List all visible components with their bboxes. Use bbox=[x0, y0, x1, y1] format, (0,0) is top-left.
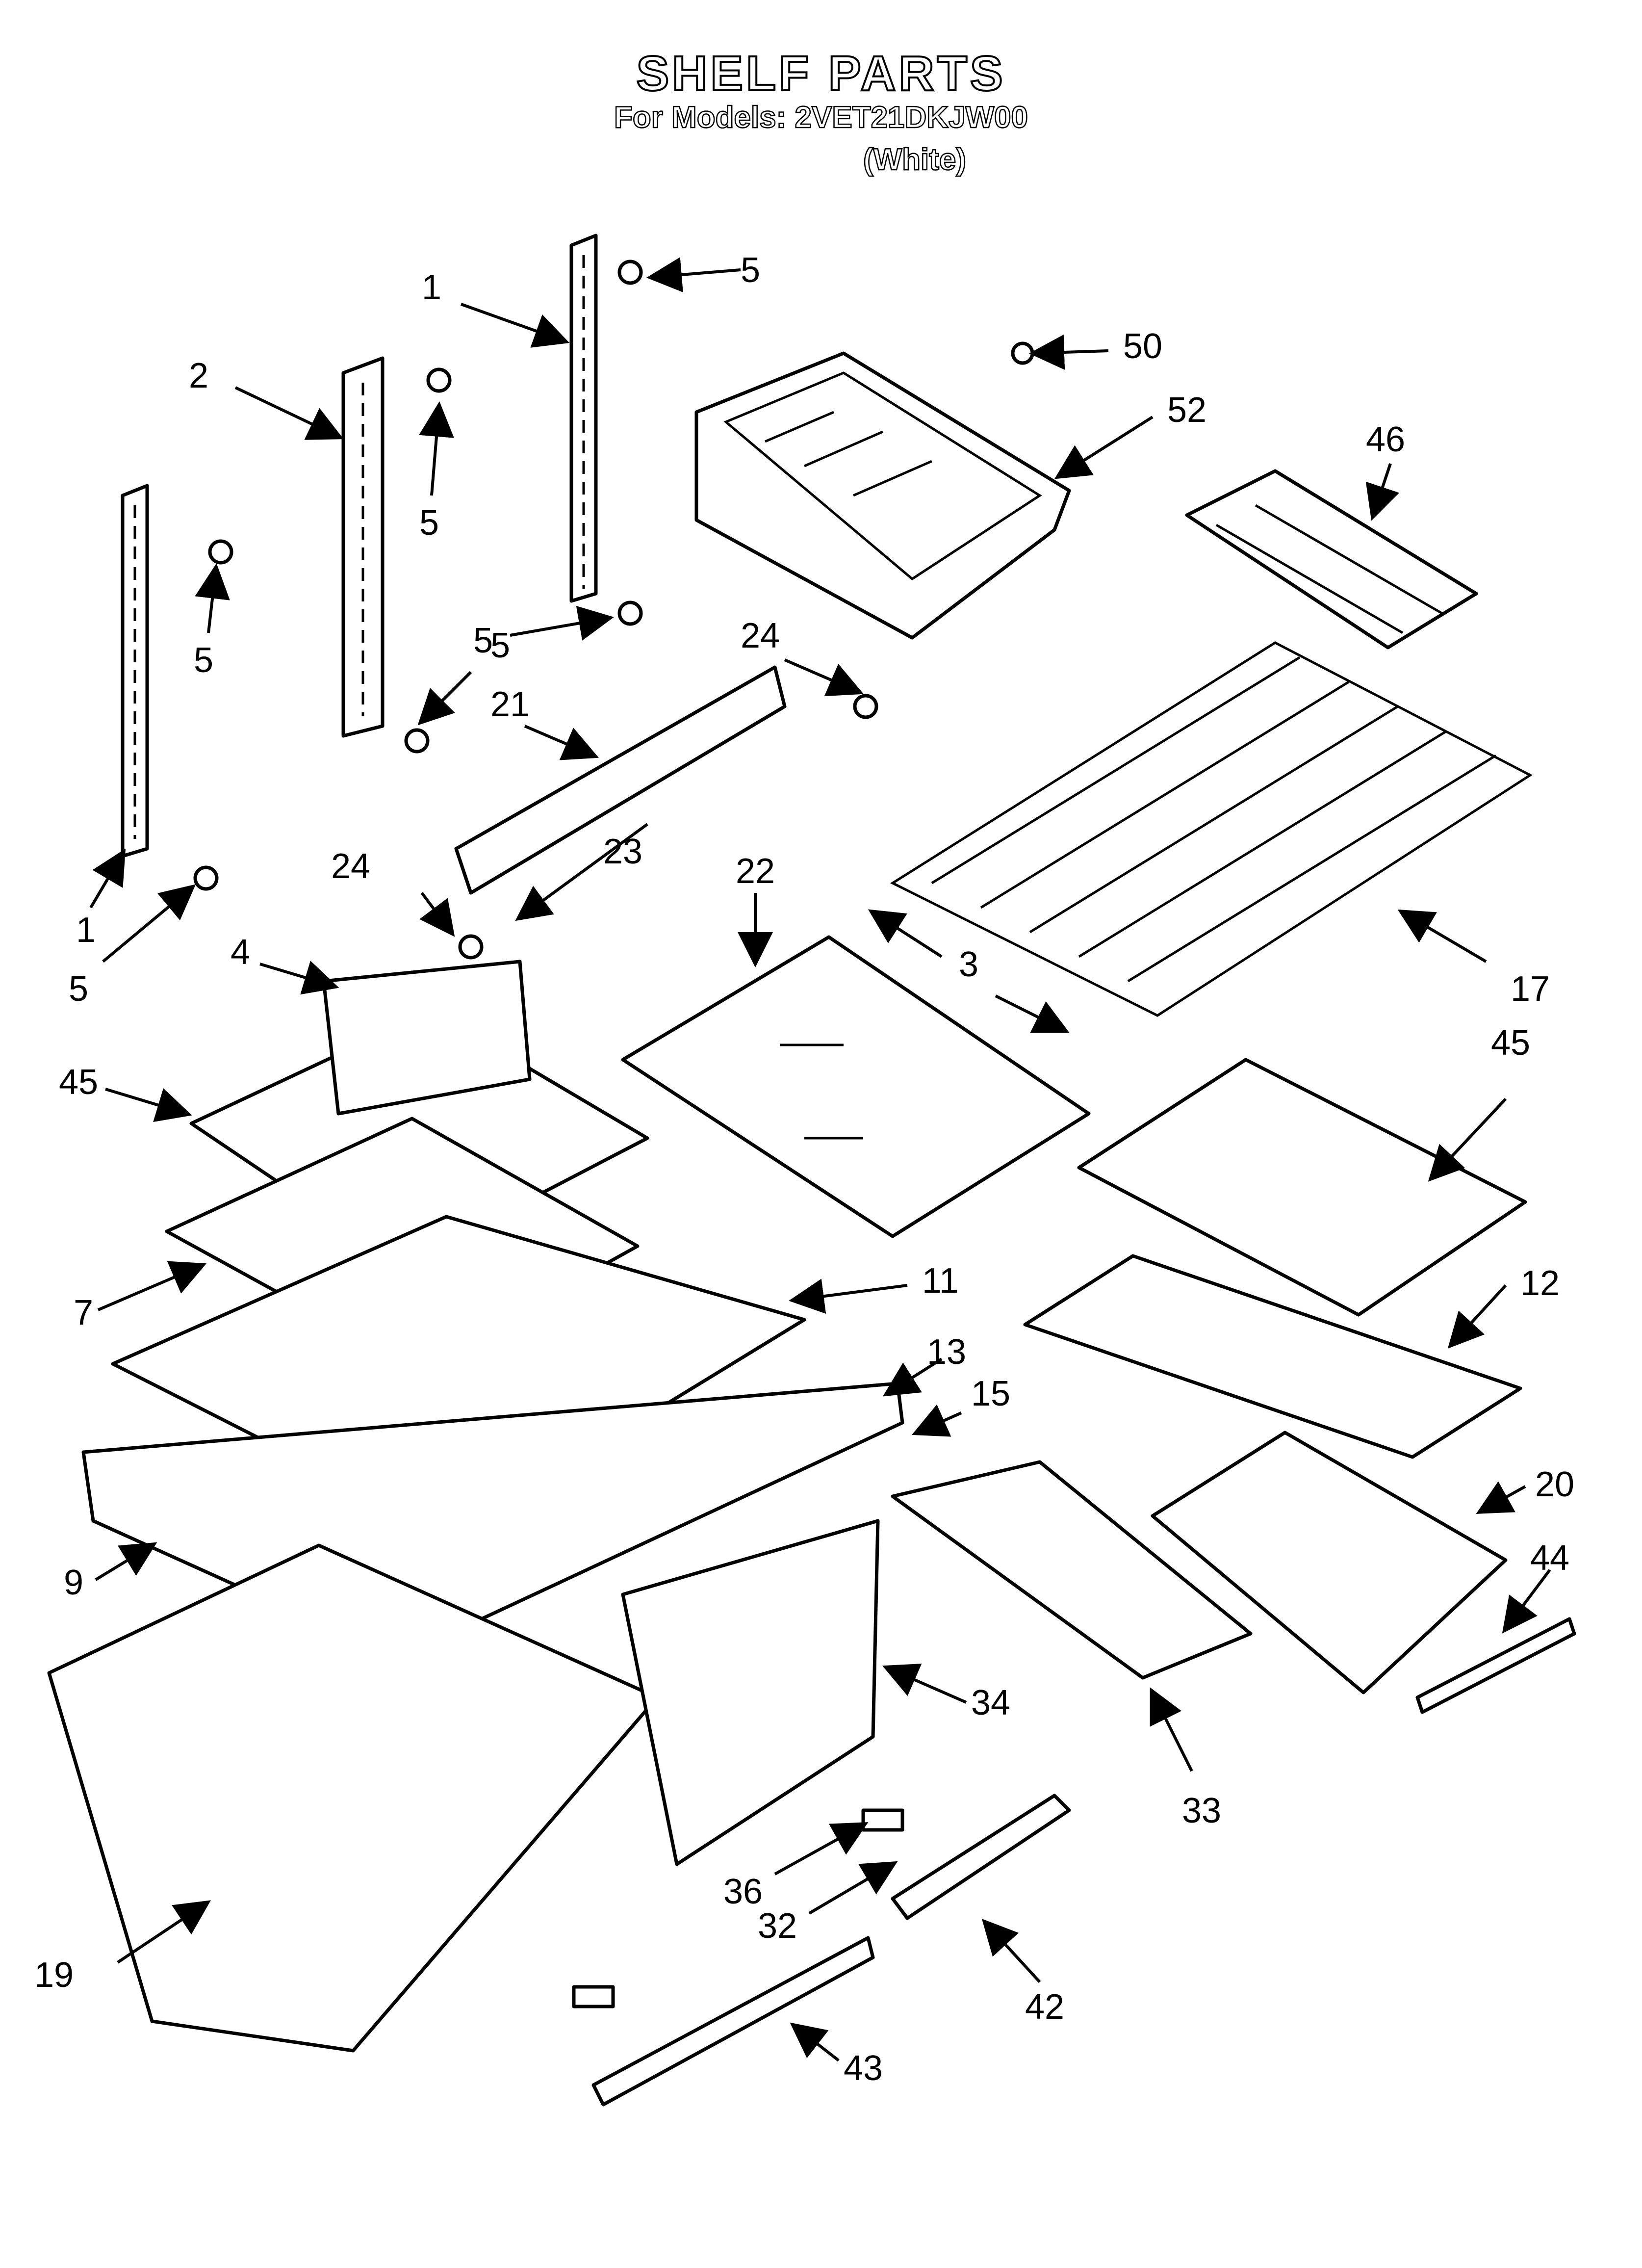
callout-label: 43 bbox=[844, 2049, 883, 2088]
callout-label: 13 bbox=[927, 1332, 966, 1372]
crisper-assembly bbox=[47, 1382, 1253, 2053]
callout-label: 4 bbox=[231, 933, 250, 972]
callout-label: 33 bbox=[1182, 1791, 1221, 1830]
callout-label: 44 bbox=[1530, 1538, 1569, 1578]
freezer-shelf-part bbox=[694, 351, 1071, 640]
callout-label: 1 bbox=[76, 911, 96, 950]
callout-label: 36 bbox=[723, 1872, 763, 1911]
shelf-rail-middle bbox=[341, 356, 385, 738]
title-block: SHELF PARTS For Models: 2VET21DKJW00 bbox=[0, 46, 1642, 135]
glass-shelf-part bbox=[621, 935, 1091, 1238]
callout-label: 2 bbox=[189, 356, 208, 395]
callout-label: 5 bbox=[473, 621, 493, 660]
callout-label: 5 bbox=[741, 251, 760, 290]
callout-label: 45 bbox=[59, 1063, 98, 1102]
callout-label: 20 bbox=[1535, 1465, 1574, 1504]
models-line: For Models: 2VET21DKJW00 bbox=[614, 100, 1029, 135]
callout-label: 19 bbox=[34, 1955, 74, 1995]
callout-label: 46 bbox=[1366, 420, 1405, 459]
callout-label: 7 bbox=[74, 1293, 93, 1332]
trim-strips bbox=[591, 1617, 1576, 2107]
callout-label: 17 bbox=[1511, 969, 1550, 1009]
callout-label: 34 bbox=[971, 1683, 1010, 1722]
wire-shelf-part bbox=[890, 641, 1533, 1017]
callout-label: 45 bbox=[1491, 1023, 1530, 1063]
screw-icons bbox=[193, 260, 1034, 960]
leader-arrows bbox=[89, 257, 1551, 2062]
callout-label: 50 bbox=[1123, 327, 1162, 366]
shelf-bracket-part bbox=[454, 665, 787, 895]
callout-label: 11 bbox=[922, 1261, 959, 1301]
clip-parts bbox=[572, 1808, 904, 2008]
callout-label: 42 bbox=[1025, 1987, 1064, 2027]
callout-label: 12 bbox=[1520, 1264, 1560, 1303]
callout-label: 5 bbox=[490, 626, 510, 665]
ice-tray-part bbox=[1185, 469, 1478, 650]
callout-label: 22 bbox=[736, 852, 775, 891]
callout-label: 24 bbox=[331, 847, 370, 886]
shelf-assembly-right bbox=[1023, 1058, 1527, 1694]
page-title: SHELF PARTS bbox=[635, 46, 1006, 102]
callout-label: 9 bbox=[64, 1563, 83, 1602]
callout-label: 21 bbox=[490, 685, 530, 724]
color-note: (White) bbox=[863, 142, 967, 178]
callout-label: 24 bbox=[741, 616, 780, 655]
shelf-rail-left bbox=[121, 484, 149, 858]
callout-label: 5 bbox=[194, 641, 213, 680]
callout-label: 1 bbox=[422, 268, 441, 307]
callout-label: 32 bbox=[758, 1906, 797, 1946]
callout-label: 15 bbox=[971, 1374, 1010, 1413]
callout-label: 23 bbox=[603, 832, 642, 871]
callout-label: 3 bbox=[959, 945, 978, 984]
callout-labels: 1 2 5 5 5 1 5 5 5 50 52 46 24 21 23 24 4… bbox=[34, 251, 1574, 2088]
shelf-rail-right bbox=[569, 234, 598, 603]
callout-label: 5 bbox=[419, 503, 439, 543]
shelf-assembly-left bbox=[111, 960, 806, 1538]
callout-label: 5 bbox=[69, 969, 88, 1009]
callout-label: 52 bbox=[1167, 391, 1206, 430]
